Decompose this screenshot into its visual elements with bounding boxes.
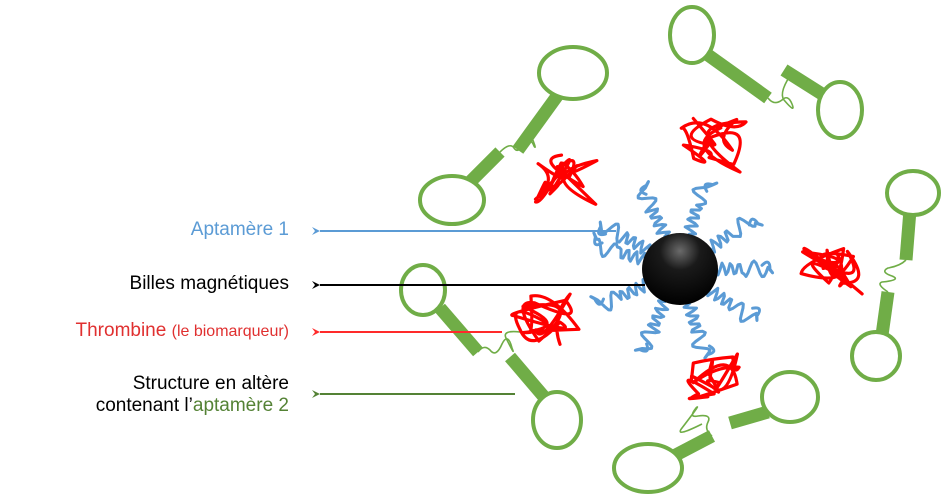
thrombin-tangle — [679, 116, 748, 174]
label-structure-line2: contenant l’aptamère 2 — [96, 395, 289, 417]
aptamer1-strand — [592, 231, 647, 266]
aptamer2-linker — [679, 406, 713, 437]
aptamer1-strand — [682, 302, 716, 360]
label-structure-line1: Structure en altère — [132, 373, 289, 394]
aptamer1-strand — [706, 286, 761, 323]
dumbbell-aptamer2 — [850, 291, 902, 382]
aptamer1-strand — [597, 220, 652, 255]
aptamer1-strand — [708, 216, 764, 254]
aptamer1-strand — [683, 181, 719, 236]
aptamer2-linker — [499, 127, 536, 153]
aptamer1-strand — [636, 180, 671, 238]
label-aptamer1-text: Aptamère 1 — [190, 219, 289, 240]
magnetic-bead — [642, 233, 718, 305]
label-thrombin-sub: (le biomarqueur) — [171, 323, 289, 340]
dumbbell-aptamer2 — [512, 45, 609, 154]
label-thrombin-main: Thrombine — [75, 320, 167, 341]
thrombin-tangle — [533, 153, 599, 206]
aptamer1-strand — [714, 259, 775, 279]
dumbbell-aptamer2 — [505, 352, 583, 450]
label-beads-text: Billes magnétiques — [129, 273, 289, 294]
label-thrombin: Thrombine (le biomarqueur) — [76, 320, 290, 343]
aptamer1-strand — [589, 278, 649, 312]
aptamer1-strand — [633, 299, 670, 353]
dumbbell-aptamer2 — [418, 147, 505, 226]
dumbbell-aptamer2 — [612, 430, 716, 494]
dumbbell-aptamer2 — [780, 64, 864, 140]
aptamer2-linker — [767, 69, 795, 109]
dumbbell-aptamer2 — [668, 5, 772, 104]
aptamer2-linker — [477, 330, 521, 354]
dumbbell-aptamer2 — [399, 263, 483, 357]
label-aptamer1: Aptamère 1 — [191, 219, 289, 241]
label-structure-highlight: aptamère 2 — [192, 395, 289, 416]
thrombin-tangle — [686, 352, 741, 401]
thrombin-molecules — [510, 116, 864, 401]
label-structure-prefix: contenant l’ — [95, 395, 193, 416]
thrombin-tangle — [510, 292, 581, 346]
aptamer2-linker — [879, 259, 907, 293]
dumbbell-structures — [399, 5, 941, 494]
dumbbell-aptamer2 — [728, 370, 820, 430]
thrombin-tangle — [799, 246, 864, 296]
label-beads: Billes magnétiques — [130, 273, 289, 295]
label-structure: Structure en altère contenant l’aptamère… — [96, 373, 289, 417]
aptamer1-strands — [589, 180, 775, 360]
dumbbell-aptamer2 — [885, 169, 941, 261]
